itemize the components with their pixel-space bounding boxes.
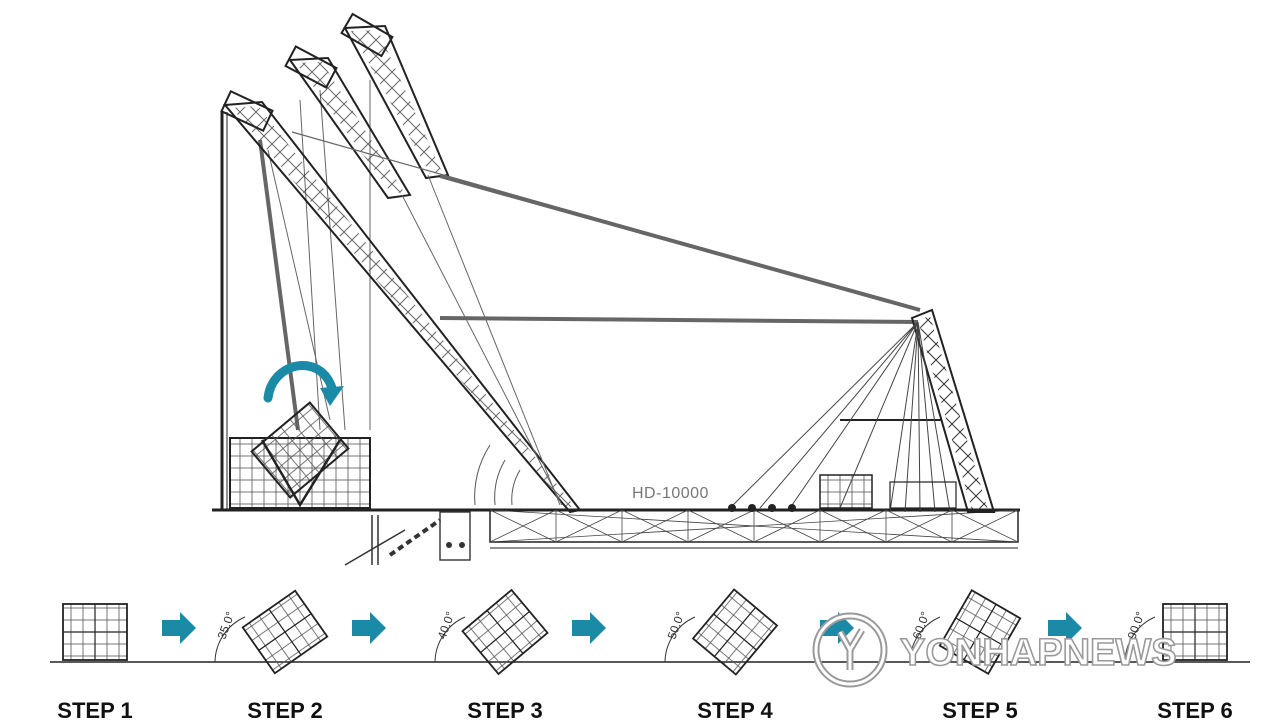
step-module (461, 588, 549, 676)
step-label: STEP 5 (942, 698, 1017, 720)
step-label: STEP 4 (697, 698, 773, 720)
angle-label: 40.0° (435, 610, 458, 641)
step-arrow-icon (572, 612, 606, 644)
watermark: YONHAPNEWS (900, 632, 1177, 674)
module-block (229, 401, 371, 509)
angle-arc (664, 616, 696, 663)
step-2: 35.0° STEP 2 (214, 589, 329, 720)
a-frame-mast (728, 308, 996, 513)
step-module (62, 603, 128, 661)
step-4: 50.0° STEP 4 (664, 588, 779, 720)
boom-angle-arcs (474, 444, 521, 506)
crane-boom-high (340, 12, 450, 180)
yonhap-logo-icon (812, 612, 888, 688)
step-arrow-icon (352, 612, 386, 644)
step-module (938, 589, 1022, 675)
step-label: STEP 2 (247, 698, 322, 720)
step-arrow-icon (1048, 612, 1082, 644)
crane-boom-low (220, 89, 582, 514)
crane-boom-mid (284, 45, 412, 200)
rotation-arrow-icon (263, 361, 344, 406)
angle-label: 35.0° (215, 610, 238, 641)
angle-arc (909, 616, 941, 663)
angle-label: 50.0° (665, 610, 688, 641)
step-label: STEP 6 (1157, 698, 1232, 720)
step-label: STEP 1 (57, 698, 132, 720)
angle-arc (434, 616, 466, 663)
step-sequence: STEP 135.0°STEP 240.0°STEP 350.0°STEP 46… (57, 588, 1233, 720)
step-3: 40.0° STEP 3 (434, 588, 549, 720)
step-6: 90.0°STEP 6 (1124, 603, 1233, 720)
step-module (691, 588, 779, 676)
crane-label: HD-10000 (632, 485, 709, 502)
pendant-lines (291, 131, 921, 506)
angle-arc (214, 616, 246, 663)
step-module (241, 589, 329, 675)
step-1: STEP 1 (57, 603, 133, 720)
angle-arc (1124, 616, 1156, 663)
barge-deck (212, 508, 1020, 566)
step-module (1162, 603, 1228, 661)
step-arrow-icon (162, 612, 196, 644)
step-label: STEP 3 (467, 698, 542, 720)
